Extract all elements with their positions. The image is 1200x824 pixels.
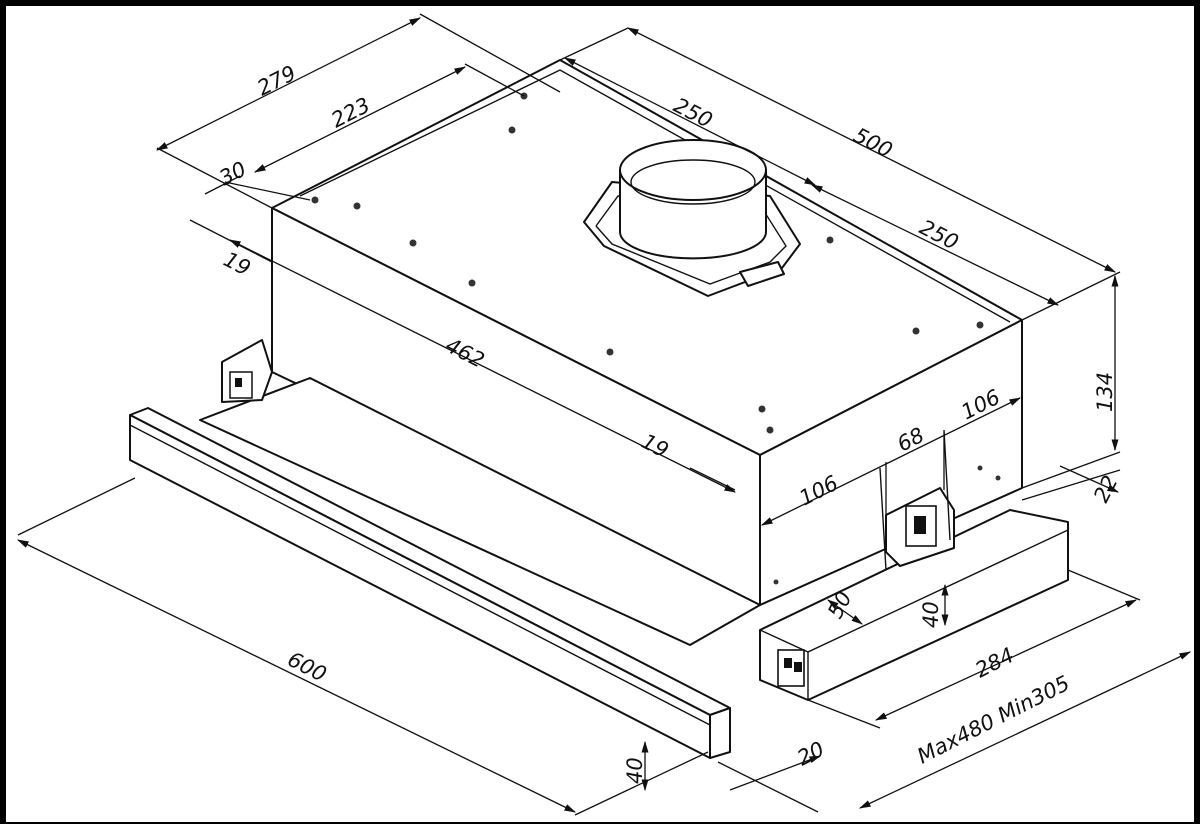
dim-223: 223 — [327, 93, 374, 133]
left-mount-block — [221, 339, 273, 403]
dim-134: 134 — [1093, 372, 1117, 412]
dim-19-left: 19 — [220, 247, 255, 281]
dim-40-right: 40 — [919, 601, 943, 628]
dim-max-min: Max480 Min305 — [913, 671, 1073, 768]
dim-284: 284 — [971, 643, 1018, 683]
dimension-lines — [16, 13, 1192, 816]
right-bracket-switch — [777, 649, 805, 687]
dim-22: 22 — [1089, 472, 1123, 507]
dim-279: 279 — [253, 61, 300, 101]
dim-40-left: 40 — [623, 757, 647, 784]
dim-250-right: 250 — [916, 215, 963, 255]
dim-500: 500 — [850, 123, 897, 163]
dim-20: 20 — [793, 737, 828, 771]
